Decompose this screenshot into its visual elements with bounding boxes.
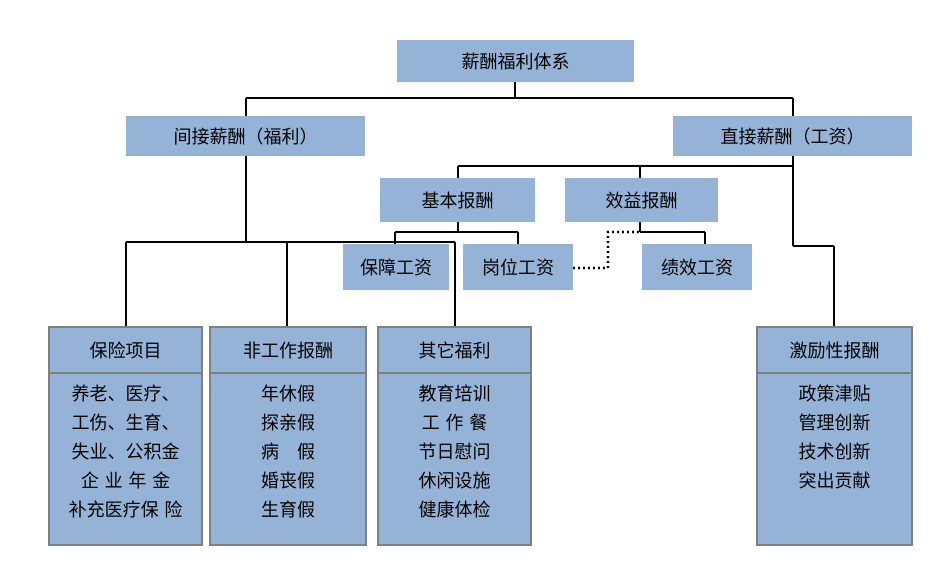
indirect-compensation-node: 间接薪酬（福利） (126, 116, 365, 156)
list-item: 健康体检 (418, 500, 491, 521)
nonwork-title: 非工作报酬 (211, 328, 365, 374)
list-item: 教育培训 (418, 384, 491, 405)
other-benefits-title: 其它福利 (379, 328, 530, 374)
list-item: 养老、医疗、 (71, 384, 180, 405)
list-item: 年休假 (261, 384, 315, 405)
list-item: 管理创新 (798, 413, 871, 434)
list-item: 企 业 年 金 (80, 471, 171, 492)
insurance-title: 保险项目 (50, 328, 201, 374)
incentive-title: 激励性报酬 (758, 328, 911, 374)
direct-compensation-node: 直接薪酬（工资） (673, 116, 912, 156)
list-item: 生育假 (261, 500, 315, 521)
incentive-panel: 激励性报酬 政策津贴 管理创新 技术创新 突出贡献 (756, 326, 913, 546)
insurance-panel: 保险项目 养老、医疗、 工伤、生育、 失业、公积金 企 业 年 金 补充医疗保 … (48, 326, 203, 546)
benefit-pay-node: 效益报酬 (565, 178, 718, 222)
list-item: 工伤、生育、 (71, 413, 180, 434)
list-item: 病 假 (261, 442, 315, 463)
list-item: 政策津贴 (798, 384, 871, 405)
list-item: 失业、公积金 (71, 442, 180, 463)
basic-pay-node: 基本报酬 (380, 178, 535, 222)
post-performance-dotted-link (573, 230, 640, 270)
security-wage-node: 保障工资 (343, 244, 449, 290)
list-item: 婚丧假 (261, 471, 315, 492)
post-wage-node: 岗位工资 (463, 244, 573, 290)
list-item: 突出贡献 (798, 471, 871, 492)
list-item: 休闲设施 (418, 471, 491, 492)
root-node: 薪酬福利体系 (397, 40, 634, 82)
performance-wage-node: 绩效工资 (642, 244, 752, 290)
list-item: 技术创新 (798, 442, 871, 463)
nonwork-panel: 非工作报酬 年休假 探亲假 病 假 婚丧假 生育假 (209, 326, 367, 546)
list-item: 补充医疗保 险 (68, 500, 183, 521)
list-item: 探亲假 (261, 413, 315, 434)
list-item: 节日慰问 (418, 442, 491, 463)
other-benefits-panel: 其它福利 教育培训 工 作 餐 节日慰问 休闲设施 健康体检 (377, 326, 532, 546)
list-item: 工 作 餐 (421, 413, 488, 434)
